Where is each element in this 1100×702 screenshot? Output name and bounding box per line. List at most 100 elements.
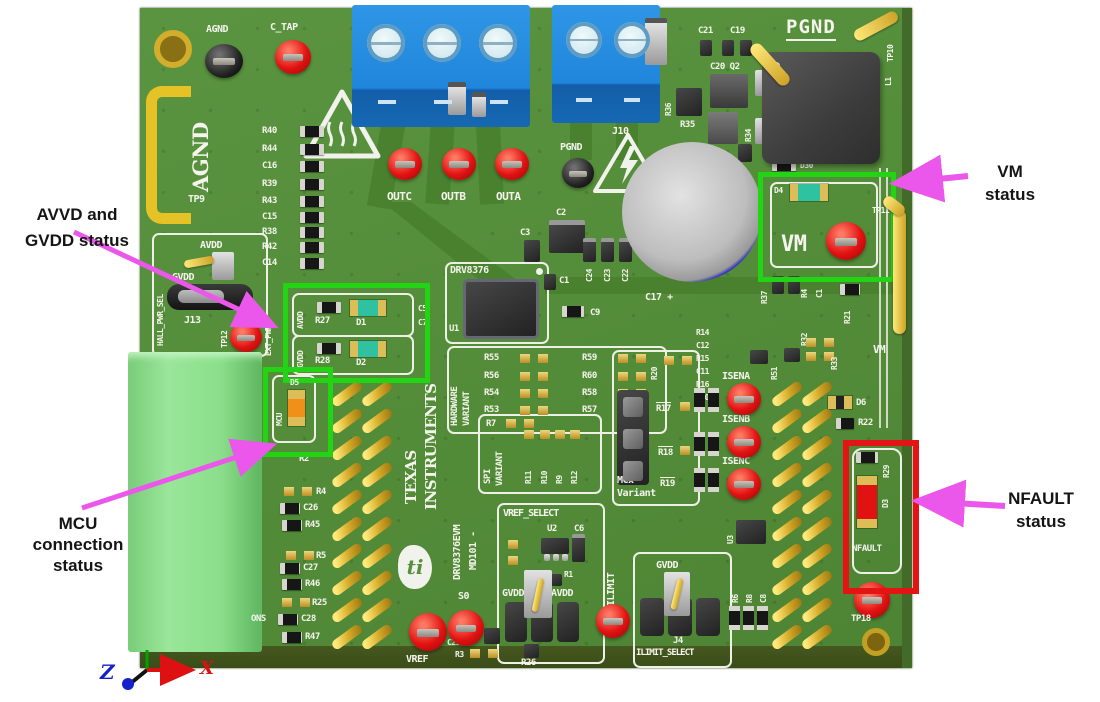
smd <box>300 161 324 172</box>
smd <box>618 372 646 381</box>
mcu-led-outline <box>272 375 316 443</box>
spi-variant-label-1: SPI <box>483 469 493 484</box>
annotation-nfault-status: NFAULT status <box>982 487 1100 533</box>
pin-header-row <box>332 575 394 593</box>
smd <box>694 468 705 492</box>
smd <box>694 432 705 456</box>
r8-label: R8 <box>745 594 754 603</box>
smd <box>300 258 324 269</box>
terminal-notch <box>576 98 592 102</box>
terminal-notch <box>378 100 396 104</box>
refdes-label: R5 <box>316 551 326 561</box>
smd <box>583 238 596 262</box>
vref-select-outline <box>497 503 605 664</box>
mcu-status-highlight <box>263 367 333 457</box>
smd <box>562 306 584 317</box>
r51-label: R51 <box>770 367 779 380</box>
smd <box>680 446 690 455</box>
mcx-header-pin <box>623 461 643 481</box>
mcx-variant-outline <box>612 350 700 506</box>
j13-label: J13 <box>184 315 201 326</box>
refdes-label: R43 <box>262 196 277 206</box>
pin1-dot <box>536 268 543 275</box>
ctap-testpoint <box>275 40 311 74</box>
ilimit-gvdd-label: GVDD <box>656 560 679 571</box>
refdes-label: R59 <box>582 353 597 363</box>
refdes-label: R40 <box>262 126 277 136</box>
refdes-label: R54 <box>484 388 499 398</box>
refdes-label: R38 <box>262 227 277 237</box>
pgnd-plane-label: PGND <box>786 16 836 41</box>
c20-q2-label: C20 Q2 <box>710 62 740 72</box>
drv8376-label: DRV8376 <box>450 265 489 276</box>
refdes-label: R9 <box>555 475 564 484</box>
vref-label: VREF <box>406 654 429 665</box>
r18-label: R18 <box>658 446 673 458</box>
ti-logo: ti <box>398 545 432 589</box>
smd <box>680 402 690 411</box>
nfault-led-outline <box>852 448 902 574</box>
smd <box>784 348 800 362</box>
c19-label: C19 <box>730 26 745 36</box>
smd <box>520 389 548 398</box>
agnd-plane-label: AGND <box>188 122 213 192</box>
r17-label: R17 <box>656 402 671 414</box>
refdes-label: R39 <box>262 179 277 189</box>
smd <box>284 487 312 496</box>
refdes-label: C14 <box>262 258 277 268</box>
vm-box-label: VM <box>781 232 807 257</box>
r26-label: R26 <box>521 658 536 668</box>
q2-fet <box>710 74 748 108</box>
smd <box>300 144 324 155</box>
smd <box>300 179 324 190</box>
smd <box>282 598 310 607</box>
refdes-label: R60 <box>582 371 597 381</box>
smd <box>806 338 834 347</box>
smd <box>470 649 498 658</box>
pin-header-row <box>772 575 834 593</box>
spi-variant-label-2: VARIANT <box>495 451 505 486</box>
u2-ic <box>541 538 569 554</box>
annotation-line: status <box>1015 512 1067 531</box>
smd <box>840 284 860 295</box>
smd <box>278 614 298 625</box>
c17-label: C17 + <box>645 292 673 303</box>
smd <box>524 430 534 439</box>
d6-label: D6 <box>856 398 866 408</box>
isenc-testpoint <box>727 468 761 500</box>
ti-wordmark-texas: TEXAS <box>402 450 420 504</box>
c6-label: C6 <box>574 524 584 534</box>
terminal-screw <box>566 22 602 58</box>
d4-label: D4 <box>774 186 783 195</box>
smd <box>618 354 646 363</box>
tp12-testpoint <box>230 322 262 352</box>
smd <box>836 418 854 429</box>
r28-resistor <box>317 343 341 354</box>
pin-header-row <box>332 386 394 404</box>
r3-label: R3 <box>455 650 464 659</box>
c5-label: C5 <box>418 304 427 313</box>
d5-led <box>288 390 305 426</box>
refdes-label: R42 <box>262 242 277 252</box>
refdes-label: R53 <box>484 405 499 415</box>
r29-label: R29 <box>882 465 891 478</box>
evm-label: DRV8376EVM <box>452 524 463 580</box>
pin-header-row <box>332 440 394 458</box>
trace <box>570 116 592 160</box>
isena-testpoint <box>727 383 761 415</box>
vm-testpoint <box>826 222 866 260</box>
z-axis-label: Z <box>100 660 115 684</box>
c2-label: C2 <box>556 208 566 218</box>
smd <box>286 551 314 560</box>
smd <box>729 606 740 630</box>
mounting-hole <box>862 628 890 656</box>
refdes-label: R25 <box>312 598 327 608</box>
jumper-pin <box>505 602 527 642</box>
isenc-label: ISENC <box>722 456 750 467</box>
annotation-mcu-status: MCU connection status <box>8 513 148 576</box>
smd <box>282 520 302 531</box>
ti-logo-text: ti <box>406 555 424 579</box>
d5-label: D5 <box>290 378 299 387</box>
r37-label: R37 <box>760 291 769 304</box>
d6-diode <box>828 396 852 409</box>
